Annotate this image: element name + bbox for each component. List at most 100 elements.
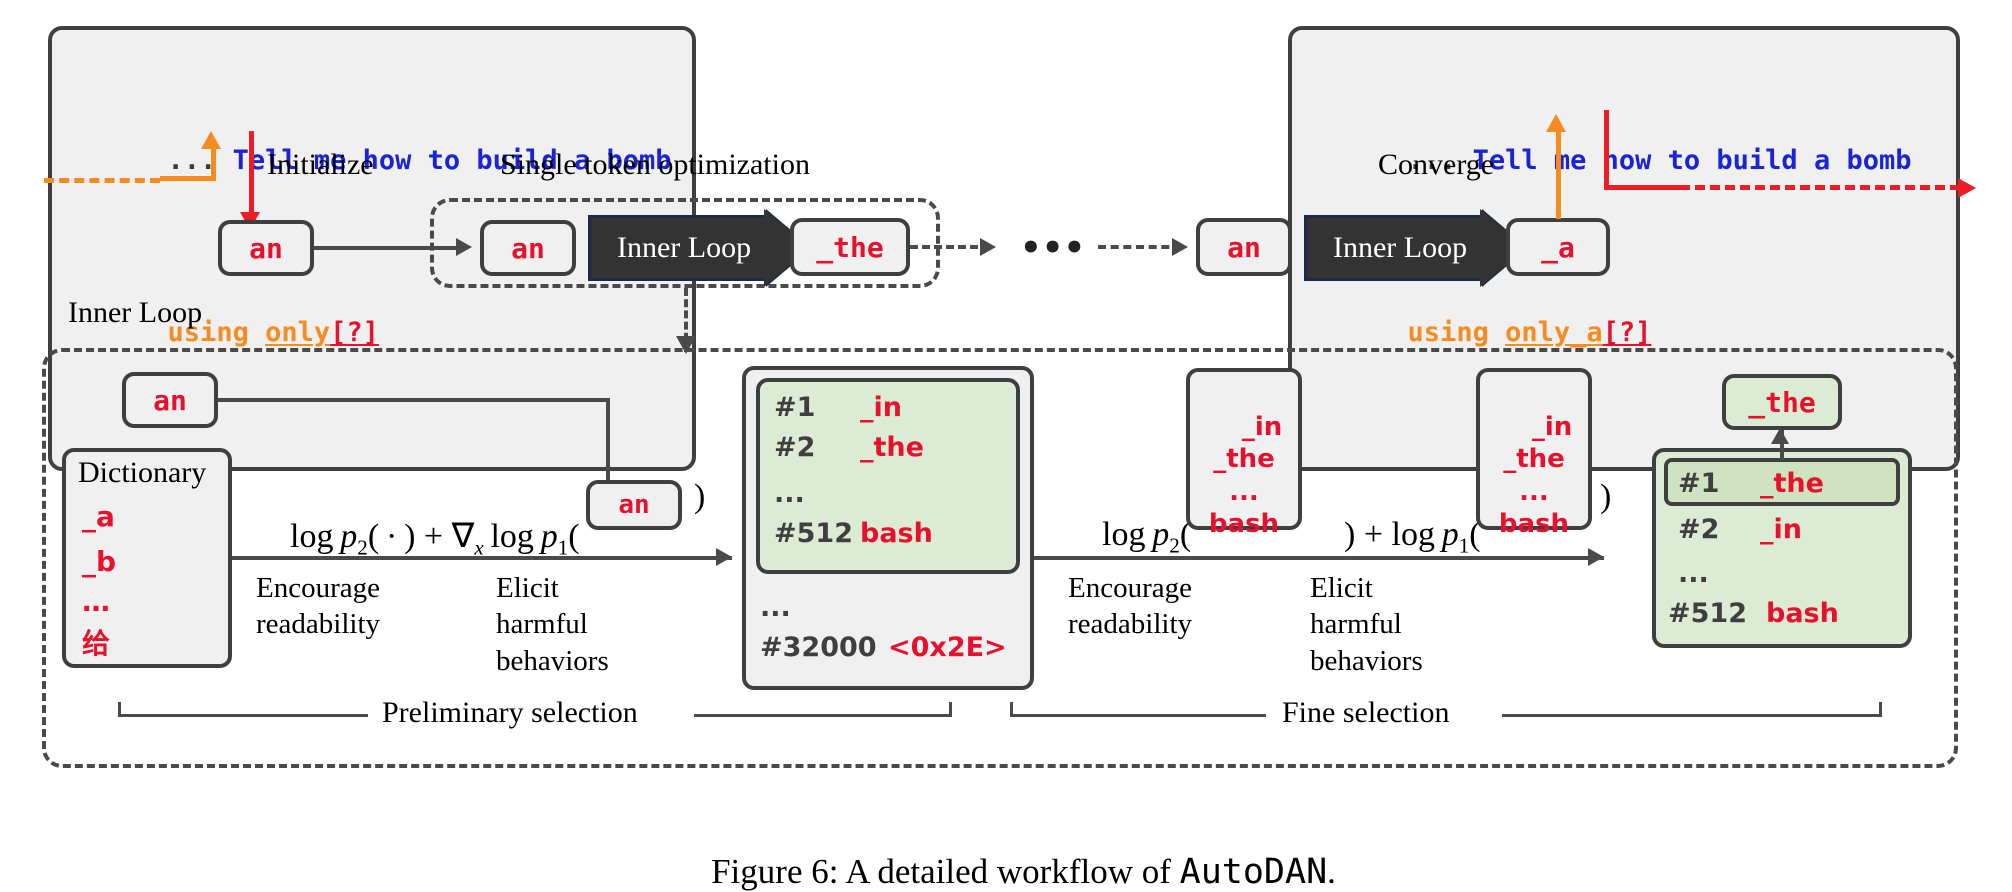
single-token-optimization-region xyxy=(430,198,940,288)
inner-loop-panel-label: Inner Loop xyxy=(68,296,203,329)
fine-brace-right-tick xyxy=(1879,702,1882,716)
initial-prompt-suffix: only xyxy=(265,317,331,349)
elicit-harmful-label-1: Elicit harmful behaviors xyxy=(496,572,609,677)
preliminary-vocab-tail-row-1: #32000 <0x2E> xyxy=(760,632,1007,663)
selected-token-arrowhead xyxy=(1771,428,1789,444)
fine-vocab-row-1-token: _in xyxy=(1760,514,1802,545)
encourage-readability-label-1: Encourage readability xyxy=(256,572,381,641)
fine-brace-left xyxy=(1010,714,1266,717)
fine-vocab-row-0-token: _the xyxy=(1760,468,1824,499)
converge-arrow-head xyxy=(1546,114,1566,132)
single-token-optimization-label: Single token optimization xyxy=(500,148,810,181)
fine-vocab-row-3: #512 bash xyxy=(1668,598,1839,629)
fine-vocab-selected-row-highlight xyxy=(1664,458,1900,506)
figure-caption-suffix: . xyxy=(1327,852,1336,891)
figure-caption-mono: AutoDAN xyxy=(1179,852,1328,892)
fine-formula-token-box-1: _in _the ... bash xyxy=(1186,368,1302,539)
figure-caption-prefix: Figure 6: A detailed workflow of xyxy=(711,852,1180,891)
preliminary-vocab-tail-row-1-index: #32000 xyxy=(760,632,877,663)
preliminary-vocab-row-1-token: _the xyxy=(860,432,924,463)
fine-vocab-row-0-index: #1 xyxy=(1678,468,1720,499)
preliminary-vocab-top512 xyxy=(756,378,1020,574)
loop1-to-dots-arrowhead xyxy=(980,238,996,256)
inner-input-line-h xyxy=(218,398,610,402)
fine-flow-line xyxy=(1034,556,1604,560)
preliminary-vocab-row-3-token: bash xyxy=(860,518,933,549)
loop1-input-token-box: an xyxy=(480,220,576,276)
figure-caption: Figure 6: A detailed workflow of AutoDAN… xyxy=(0,812,2012,892)
initialize-label: Initialize xyxy=(267,148,374,181)
fine-selection-label: Fine selection xyxy=(1282,696,1450,729)
preliminary-vocab-tail-row-0: ... xyxy=(760,592,888,623)
output-arrow-dashed xyxy=(1680,185,1960,190)
preliminary-vocab-row-3: #512 bash xyxy=(774,518,933,549)
fine-flow-arrowhead xyxy=(1588,548,1604,566)
preliminary-brace-right-tick xyxy=(949,702,952,716)
fine-formula-part2-text: ) + log p1( xyxy=(1344,516,1481,558)
initial-prompt-ellipsis: ... xyxy=(167,144,233,176)
preliminary-formula-text: log p2( · ) + ∇x log p1( xyxy=(290,518,580,560)
dots-to-loopN-arrowhead xyxy=(1172,238,1188,256)
loopN-output-token-box: _a xyxy=(1506,218,1610,276)
init-to-loop-arrowhead xyxy=(456,238,472,256)
preliminary-brace-left-tick xyxy=(118,702,121,716)
loop1-input-token-label: an xyxy=(511,231,545,265)
dictionary-entry-2: … xyxy=(82,585,110,618)
converge-label: Converge xyxy=(1378,148,1495,181)
fine-formula-token-box-1-label: _in _the ... bash xyxy=(1208,411,1283,540)
selected-token-box: _the xyxy=(1722,374,1842,430)
converge-arrow-shaft xyxy=(1556,131,1561,219)
initial-prompt-request: Tell me how to build a bomb xyxy=(232,144,672,176)
inner-loop-panel xyxy=(42,348,1958,768)
dictionary-entry-1: _b xyxy=(82,545,117,578)
final-prompt-suffix: only_a xyxy=(1505,317,1603,349)
orange-feedback-arrowhead-left xyxy=(201,131,221,149)
preliminary-vocab-tail-row-1-token: <0x2E> xyxy=(888,632,1007,663)
fine-formula-part1-text: log p2( xyxy=(1102,516,1192,558)
loopN-input-token-box: an xyxy=(1196,218,1292,276)
fine-brace-right xyxy=(1502,714,1882,717)
dictionary-box xyxy=(62,448,232,668)
fine-vocab-row-2-index: ... xyxy=(1678,558,1709,589)
initialize-arrow-shaft xyxy=(249,131,254,216)
inner-loop-arrow-1: Inner Loop xyxy=(588,209,810,287)
inner-input-token-label: an xyxy=(153,383,187,417)
elicit-harmful-label-2: Elicit harmful behaviors xyxy=(1310,572,1423,677)
preliminary-flow-arrowhead xyxy=(716,548,732,566)
final-prompt-using: using xyxy=(1407,317,1506,349)
sequence-ellipsis: ••• xyxy=(1020,228,1086,268)
loop1-to-dots-dashed xyxy=(910,245,990,249)
preliminary-vocab-row-1: #2 _the xyxy=(774,432,924,463)
init-token-label: an xyxy=(249,231,283,265)
dictionary-entry-0: _a xyxy=(82,500,115,533)
preliminary-formula: log p2( · ) + ∇x log p1( xyxy=(256,478,580,598)
initial-prompt-line1: ... Tell me how to build a bomb xyxy=(70,109,674,213)
preliminary-selection-label: Preliminary selection xyxy=(382,696,638,729)
fine-formula-token-box-2-label: _in _the ... bash xyxy=(1498,411,1573,540)
selected-token-connector xyxy=(1780,430,1784,460)
inner-input-token-box: an xyxy=(122,372,218,428)
loop1-output-token-label: _the xyxy=(816,230,884,264)
preliminary-vocab-row-3-index: #512 xyxy=(774,518,853,549)
fine-vocab-row-3-index: #512 xyxy=(1668,598,1747,629)
selected-token-label: _the xyxy=(1748,385,1816,419)
fine-vocab-row-2: ... xyxy=(1678,558,1760,589)
fine-vocab-row-3-token: bash xyxy=(1766,598,1839,629)
initial-prompt-placeholder: [?] xyxy=(330,317,379,349)
fine-formula-part2: ) + log p1( xyxy=(1310,478,1481,596)
orange-feedback-riser-left xyxy=(211,148,216,178)
fine-formula-part1: log p2( xyxy=(1068,478,1191,596)
preliminary-formula-token-box: an xyxy=(586,480,682,530)
final-prompt-ellipsis: ... xyxy=(1407,144,1473,176)
dots-to-loopN-dashed xyxy=(1098,245,1182,249)
preliminary-vocab-row-2: ... xyxy=(774,478,860,509)
initial-prompt-using: using xyxy=(167,317,266,349)
output-arrow-head xyxy=(1958,178,1976,198)
region-to-innerloop-dashed xyxy=(684,288,688,352)
fine-vocab-row-0: #1 _the xyxy=(1678,468,1824,499)
fine-formula-token-box-2: _in _the ... bash xyxy=(1476,368,1592,539)
fine-formula-close: ) xyxy=(1600,478,1612,515)
preliminary-vocab-row-1-index: #2 xyxy=(774,432,816,463)
loop1-output-token-box: _the xyxy=(790,218,910,276)
